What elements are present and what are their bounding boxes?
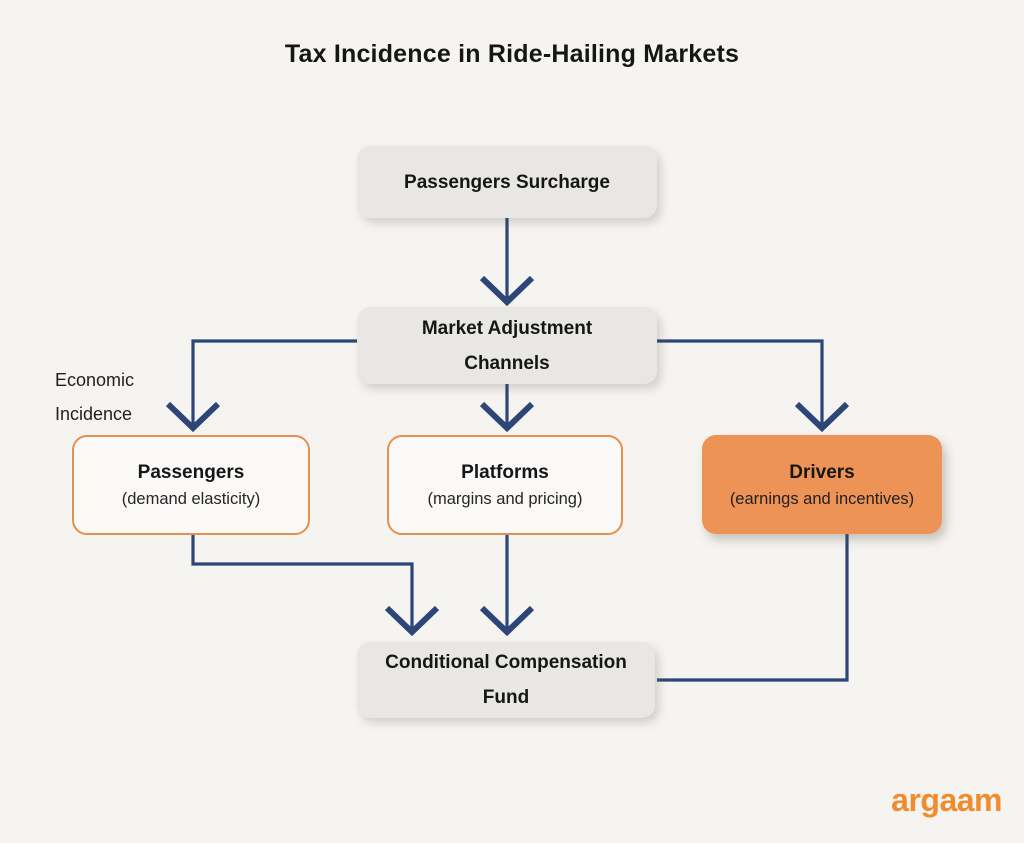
node-label: Platforms [461, 462, 549, 483]
node-platforms: Platforms (margins and pricing) [387, 435, 623, 535]
node-passengers-surcharge: Passengers Surcharge [357, 146, 657, 218]
node-market-adjustment-channels: Market Adjustment Channels [357, 307, 657, 384]
node-sublabel: (earnings and incentives) [729, 489, 915, 508]
node-label: Passengers [137, 462, 245, 483]
node-label: Drivers [789, 461, 855, 483]
node-passengers: Passengers (demand elasticity) [72, 435, 310, 535]
arrowhead-fund-center [479, 605, 535, 637]
economic-incidence-line2: Incidence [55, 404, 133, 424]
node-sublabel: (demand elasticity) [121, 490, 261, 508]
node-conditional-compensation-fund: Conditional Compensation Fund [357, 642, 655, 718]
edge-passengers-to-fund [191, 535, 414, 629]
arrowhead-passengers [165, 401, 221, 433]
node-label: Market Adjustment Channels [421, 317, 593, 374]
node-drivers: Drivers (earnings and incentives) [702, 435, 942, 534]
edge-drivers-to-fund [657, 533, 849, 682]
node-label: Conditional Compensation Fund [385, 652, 627, 708]
edge-channels-to-drivers [655, 339, 824, 425]
arrowhead-drivers [794, 401, 850, 433]
arrowhead-channels [479, 275, 535, 307]
arrowhead-fund-left [384, 605, 440, 637]
edge-channels-to-passengers [191, 339, 359, 425]
node-sublabel: (margins and pricing) [427, 490, 583, 508]
node-label: Passengers Surcharge [404, 171, 610, 193]
page-title: Tax Incidence in Ride-Hailing Markets [284, 40, 740, 68]
economic-incidence-line1: Economic [55, 370, 135, 390]
economic-incidence-label: Economic Incidence [55, 363, 134, 431]
arrowhead-platforms [479, 401, 535, 433]
argaam-logo: argaam [891, 782, 1002, 818]
